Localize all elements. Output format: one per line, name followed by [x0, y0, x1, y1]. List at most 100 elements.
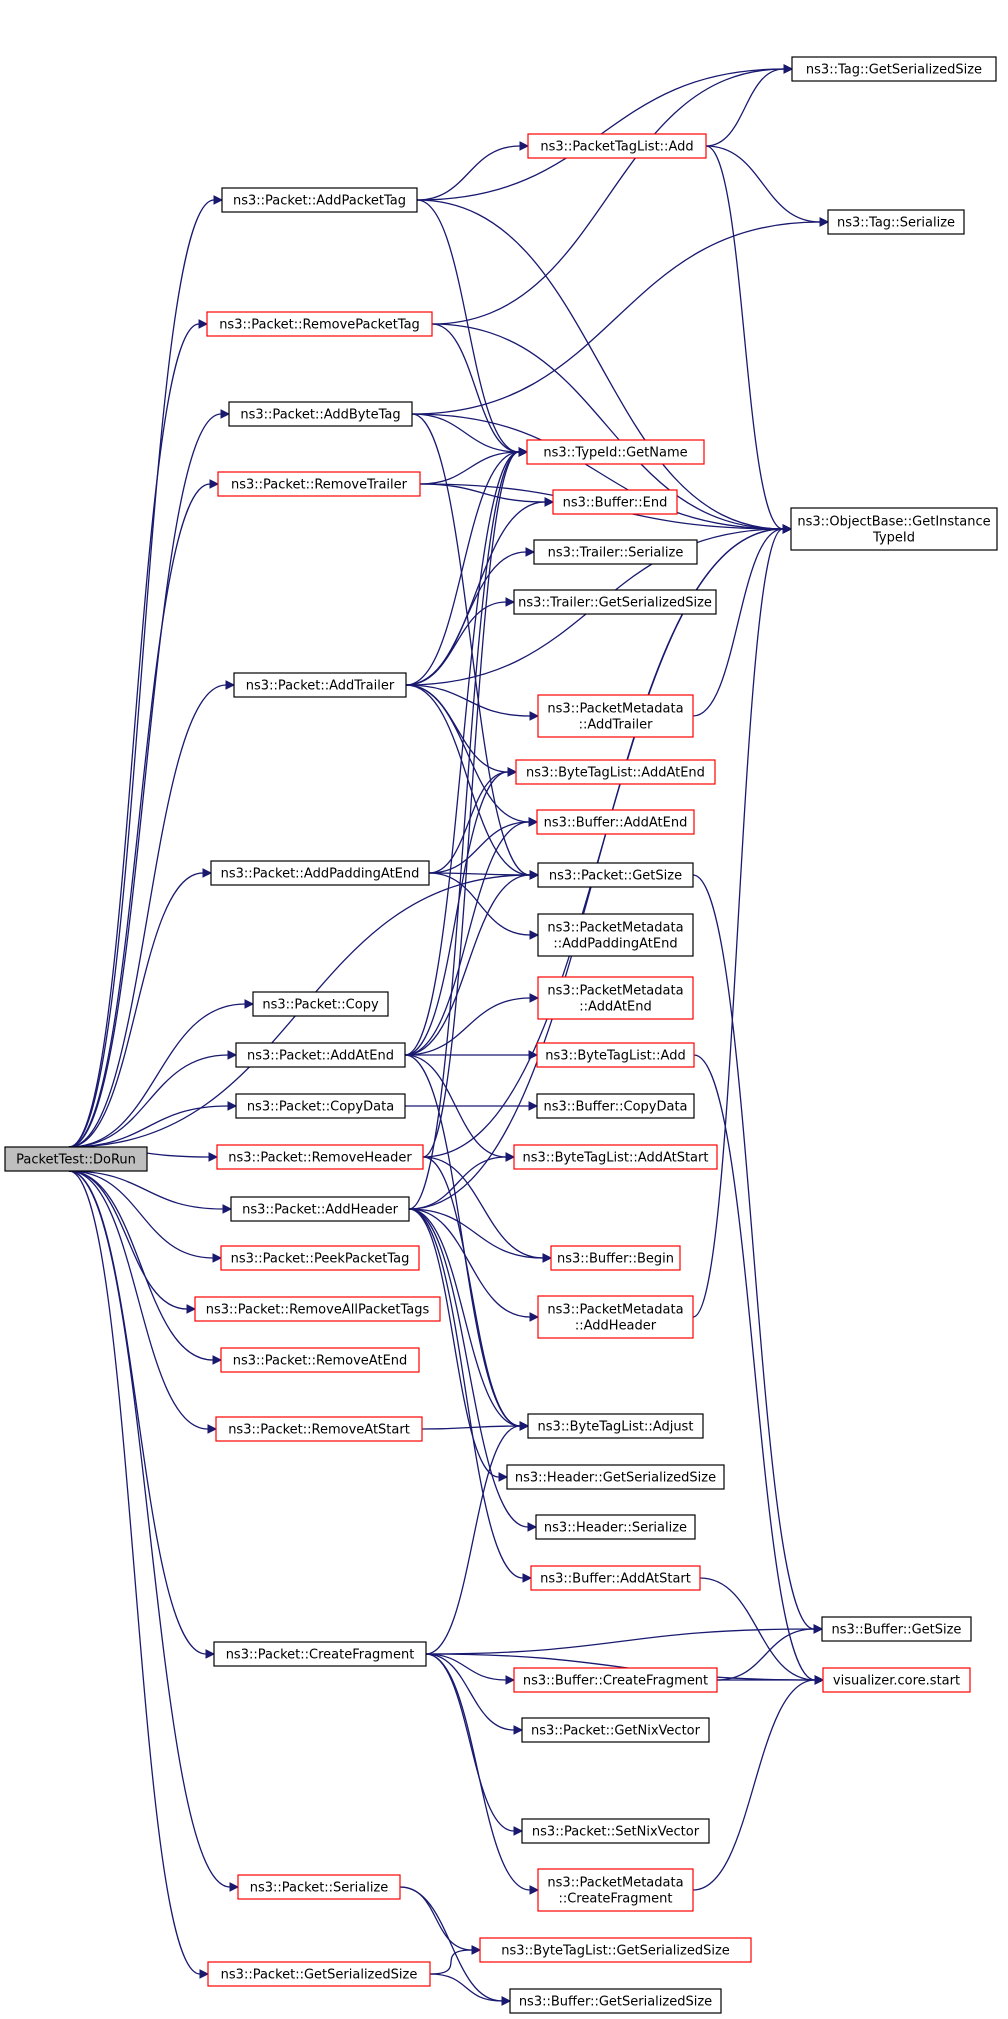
node-label: ns3::Packet::RemoveAllPacketTags: [206, 1303, 430, 1318]
edge-line: [68, 483, 211, 1148]
call-edge: [68, 999, 255, 1148]
node-packettest-dorun[interactable]: PacketTest::DoRun: [4, 1146, 148, 1172]
node-ns3-packet-removetrailer[interactable]: ns3::Packet::RemoveTrailer: [217, 471, 421, 497]
call-edge: [408, 1208, 538, 1532]
node-ns3-packet-serialize[interactable]: ns3::Packet::Serialize: [237, 1874, 401, 1900]
node-ns3-packet-addtrailer[interactable]: ns3::Packet::AddTrailer: [233, 672, 407, 698]
node-label: ns3::Trailer::GetSerializedSize: [518, 596, 712, 611]
node-ns3-packet-setnixvector[interactable]: ns3::Packet::SetNixVector: [521, 1818, 710, 1844]
node-ns3-packet-addpackettag[interactable]: ns3::Packet::AddPacketTag: [221, 187, 418, 213]
node-label: ns3::ByteTagList::GetSerializedSize: [501, 1944, 730, 1959]
node-ns3-bytetaglist-add[interactable]: ns3::ByteTagList::Add: [536, 1042, 695, 1068]
node-box: [537, 1868, 694, 1912]
edge-line: [425, 1653, 816, 1681]
edge-line: [411, 221, 821, 415]
node-ns3-trailer-getserializedsize[interactable]: ns3::Trailer::GetSerializedSize: [513, 589, 717, 615]
node-ns3-packettaglist-add[interactable]: ns3::PacketTagList::Add: [527, 133, 707, 159]
node-ns3-packet-getserializedsize[interactable]: ns3::Packet::GetSerializedSize: [207, 1961, 431, 1987]
node-ns3-buffer-getserializedsize[interactable]: ns3::Buffer::GetSerializedSize: [509, 1988, 722, 2014]
arrowhead-icon: [186, 1304, 197, 1314]
node-ns3-tag-serialize[interactable]: ns3::Tag::Serialize: [827, 209, 965, 235]
node-box: [252, 991, 389, 1017]
edge-line: [68, 1054, 229, 1148]
node-ns3-bytetaglist-getserializedsize[interactable]: ns3::ByteTagList::GetSerializedSize: [479, 1937, 752, 1963]
node-ns3-packetmetadata-addpaddingatend[interactable]: ns3::PacketMetadata::AddPaddingAtEnd: [537, 913, 694, 957]
call-edge: [431, 323, 529, 457]
node-ns3-packet-copydata[interactable]: ns3::Packet::CopyData: [235, 1093, 406, 1119]
node-ns3-typeid-getname[interactable]: ns3::TypeId::GetName: [526, 439, 705, 465]
node-ns3-bytetaglist-addatstart[interactable]: ns3::ByteTagList::AddAtStart: [513, 1144, 718, 1170]
edge-line: [692, 528, 784, 1318]
node-ns3-packet-removepackettag[interactable]: ns3::Packet::RemovePacketTag: [206, 311, 433, 337]
node-ns3-trailer-serialize[interactable]: ns3::Trailer::Serialize: [533, 539, 698, 565]
node-label: ns3::ByteTagList::AddAtStart: [523, 1151, 709, 1166]
node-ns3-bytetaglist-adjust[interactable]: ns3::ByteTagList::Adjust: [527, 1413, 704, 1439]
node-ns3-header-serialize[interactable]: ns3::Header::Serialize: [535, 1514, 696, 1540]
node-box: [221, 187, 418, 213]
call-edge: [705, 64, 794, 147]
node-box: [513, 589, 717, 615]
node-label: ns3::Trailer::Serialize: [548, 546, 684, 561]
node-ns3-packet-getsize[interactable]: ns3::Packet::GetSize: [537, 862, 694, 888]
node-ns3-packet-getnixvector[interactable]: ns3::Packet::GetNixVector: [521, 1717, 710, 1743]
call-edge: [411, 413, 793, 534]
node-label: ns3::Packet::AddTrailer: [246, 679, 395, 694]
arrowhead-icon: [513, 1826, 524, 1836]
call-edge: [705, 145, 830, 227]
node-label: PacketTest::DoRun: [16, 1153, 136, 1168]
node-ns3-packet-createfragment[interactable]: ns3::Packet::CreateFragment: [213, 1641, 427, 1667]
node-ns3-tag-getserializedsize[interactable]: ns3::Tag::GetSerializedSize: [791, 56, 997, 82]
node-ns3-packet-removeatstart[interactable]: ns3::Packet::RemoveAtStart: [215, 1416, 423, 1442]
node-label: ns3::Buffer::Begin: [557, 1252, 674, 1267]
node-ns3-packet-peekpackettag[interactable]: ns3::Packet::PeekPacketTag: [220, 1245, 420, 1271]
node-ns3-buffer-getsize[interactable]: ns3::Buffer::GetSize: [821, 1616, 972, 1642]
node-ns3-header-getserializedsize[interactable]: ns3::Header::GetSerializedSize: [506, 1464, 725, 1490]
node-ns3-buffer-begin[interactable]: ns3::Buffer::Begin: [550, 1245, 681, 1271]
node-label: ns3::Tag::GetSerializedSize: [806, 63, 982, 78]
node-ns3-buffer-createfragment[interactable]: ns3::Buffer::CreateFragment: [513, 1667, 718, 1693]
edge-line: [692, 528, 784, 717]
node-ns3-packetmetadata-addatend[interactable]: ns3::PacketMetadata::AddAtEnd: [537, 976, 694, 1020]
arrowhead-icon: [501, 1996, 512, 2006]
node-ns3-packet-addheader[interactable]: ns3::Packet::AddHeader: [230, 1196, 410, 1222]
node-box: [233, 672, 407, 698]
edge-line: [425, 1425, 521, 1655]
node-box: [4, 1146, 148, 1172]
arrowhead-icon: [529, 1885, 540, 1895]
node-ns3-packet-removeatend[interactable]: ns3::Packet::RemoveAtEnd: [220, 1347, 420, 1373]
node-ns3-packetmetadata-addtrailer[interactable]: ns3::PacketMetadata::AddTrailer: [537, 694, 694, 738]
node-ns3-packet-addatend[interactable]: ns3::Packet::AddAtEnd: [235, 1042, 406, 1068]
call-edge: [408, 1208, 509, 1482]
node-visualizer-core-start[interactable]: visualizer.core.start: [822, 1667, 971, 1693]
node-ns3-bytetaglist-addatend[interactable]: ns3::ByteTagList::AddAtEnd: [515, 759, 716, 785]
node-ns3-packet-removeallpackettags[interactable]: ns3::Packet::RemoveAllPacketTags: [194, 1296, 441, 1322]
node-ns3-packet-addbytetag[interactable]: ns3::Packet::AddByteTag: [228, 401, 413, 427]
node-ns3-buffer-addatstart[interactable]: ns3::Buffer::AddAtStart: [530, 1565, 701, 1591]
node-label: ns3::Packet::AddPaddingAtEnd: [221, 867, 420, 882]
node-box: [235, 1042, 406, 1068]
edge-line: [429, 1949, 473, 1975]
call-edge: [408, 1152, 516, 1210]
node-label: ns3::Buffer::AddAtStart: [540, 1572, 691, 1587]
edge-line: [428, 821, 530, 874]
node-ns3-packetmetadata-addheader[interactable]: ns3::PacketMetadata::AddHeader: [537, 1295, 694, 1339]
node-ns3-buffer-copydata[interactable]: ns3::Buffer::CopyData: [536, 1093, 695, 1119]
node-ns3-packetmetadata-createfragment[interactable]: ns3::PacketMetadata::CreateFragment: [537, 1868, 694, 1912]
node-box: [535, 1514, 696, 1540]
call-edge: [425, 1624, 824, 1655]
node-ns3-packet-addpaddingatend[interactable]: ns3::Packet::AddPaddingAtEnd: [210, 860, 430, 886]
edge-line: [399, 1886, 503, 2002]
node-ns3-packet-removeheader[interactable]: ns3::Packet::RemoveHeader: [216, 1144, 424, 1170]
node-ns3-buffer-end[interactable]: ns3::Buffer::End: [552, 489, 678, 515]
node-label: ns3::Packet::RemovePacketTag: [219, 318, 420, 333]
arrowhead-icon: [507, 767, 518, 777]
call-edge: [429, 1945, 482, 1975]
node-ns3-packet-copy[interactable]: ns3::Packet::Copy: [252, 991, 389, 1017]
arrowhead-icon: [519, 1421, 530, 1431]
arrowhead-icon: [208, 1152, 219, 1162]
call-edge: [68, 1050, 238, 1148]
arrowhead-icon: [783, 64, 794, 74]
edge-line: [68, 1170, 224, 1210]
node-ns3-buffer-addatend[interactable]: ns3::Buffer::AddAtEnd: [536, 809, 695, 835]
